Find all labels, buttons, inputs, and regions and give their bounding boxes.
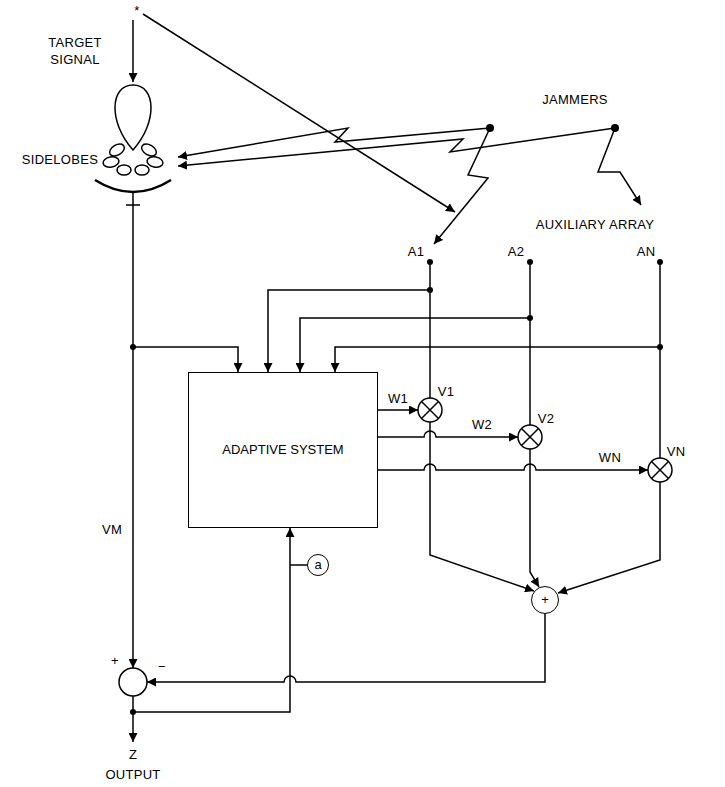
target-ray [143,14,455,212]
adaptive-system-box: ADAPTIVE SYSTEM [188,372,378,528]
jammers-label: JAMMERS [542,92,608,109]
node-text: ADAPTIVE SYSTEM [222,442,343,459]
weight-wire [378,431,518,437]
signal-name: VM [102,522,122,539]
subtractor-circle [119,668,147,696]
node-text: a [314,557,321,574]
signal-name: VN [667,444,686,461]
sign-label: + [111,653,119,670]
weight-wire [378,464,648,470]
multiplier-symbol [418,398,672,482]
aux-wire [429,262,431,398]
aux-tap-wire [268,290,430,372]
target-label: TARGET SIGNAL [39,35,111,69]
antenna-feed [126,192,140,205]
weight-name: WN [599,450,621,467]
signal-name: V2 [538,411,555,428]
callout-circle: a [307,554,329,576]
target-arrow [132,20,134,82]
junction-dots [130,124,663,715]
main-beam [115,85,151,150]
product-wire [558,482,660,593]
aux-wire [659,262,661,458]
signal-name: Z [129,747,137,764]
output-arrow [132,696,134,742]
auxiliary-array-label: AUXILIARY ARRAY [536,217,655,234]
callout-stub [290,564,307,566]
jammer-bolt [598,128,641,205]
element-name: AN [637,244,656,261]
weight-wire [378,409,418,411]
jammer-bolt [178,128,490,157]
weight-name: W2 [472,417,492,434]
sign-label: − [158,659,166,676]
weight-name: W1 [388,391,408,408]
main-channel-wire [132,205,134,668]
product-wire [430,422,534,591]
jammer-bolt [178,128,615,166]
feedback-wire [133,528,290,712]
aux-wire [529,262,531,425]
node-text: + [541,592,549,609]
summing-junction: + [531,586,559,614]
product-wire [530,449,539,587]
main-tap-wire [133,347,238,372]
sidelobes-label: SIDELOBES [22,152,98,169]
aux-tap-wire [335,347,660,372]
sum-wire [147,614,545,682]
output-label: OUTPUT [105,767,160,784]
element-name: A1 [408,244,425,261]
signal-name: V1 [438,384,455,401]
element-name: A2 [508,244,525,261]
dish-reflector [95,180,171,192]
jammer-bolt [434,128,490,244]
target-star: * [134,3,139,20]
